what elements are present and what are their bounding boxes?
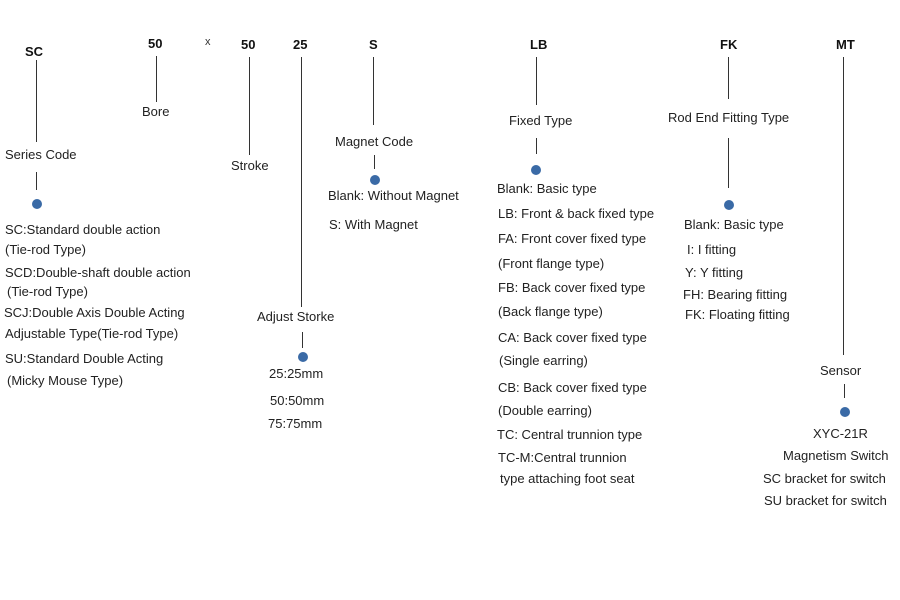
connector-line [844,384,845,398]
code-adjust-stroke: 25 [293,37,308,52]
connector-line [249,57,250,155]
code-rod-end: FK [720,37,738,52]
label-sensor: Sensor [820,363,862,378]
connector-line [302,332,303,348]
option-text: TC: Central trunnion type [497,427,643,442]
label-adjust-stroke: Adjust Storke [257,309,335,324]
label-stroke: Stroke [231,158,269,173]
connector-line [536,57,537,105]
option-text: FH: Bearing fitting [683,287,788,302]
connector-line [374,155,375,169]
option-text: Adjustable Type(Tie-rod Type) [5,326,179,341]
option-text: (Double earring) [498,403,592,418]
option-text: XYC-21R [813,426,868,441]
connector-line [728,57,729,99]
connector-line [536,138,537,154]
option-text: (Tie-rod Type) [5,242,86,257]
option-text: CA: Back cover fixed type [498,330,647,345]
bullet-dot [370,175,380,185]
option-text: TC-M:Central trunnion [498,450,627,465]
option-text: 50:50mm [270,393,325,408]
option-text: LB: Front & back fixed type [498,206,655,221]
code-stroke: 50 [241,37,256,52]
bullet-dot [724,200,734,210]
option-text: 25:25mm [269,366,324,381]
connector-line [728,138,729,188]
bullet-dot [840,407,850,417]
option-text: Blank: Without Magnet [328,188,459,203]
bullet-dot [531,165,541,175]
option-text: (Single earring) [499,353,588,368]
option-text: FK: Floating fitting [685,307,790,322]
option-text: 75:75mm [268,416,323,431]
option-text: SCD:Double-shaft double action [5,265,191,280]
option-text: S: With Magnet [329,217,418,232]
option-text: (Back flange type) [498,304,603,319]
option-text: (Tie-rod Type) [7,284,88,299]
connector-line [36,172,37,190]
code-sensor: MT [836,37,855,52]
option-text: (Micky Mouse Type) [7,373,124,388]
option-text: I: I fitting [687,242,737,257]
label-fixed-type: Fixed Type [509,113,573,128]
option-text: Y: Y fitting [685,265,744,280]
option-text: SCJ:Double Axis Double Acting [4,305,185,320]
option-text: SC:Standard double action [5,222,161,237]
connector-line [843,57,844,355]
option-text: FA: Front cover fixed type [498,231,647,246]
option-text: SC bracket for switch [763,471,886,486]
option-text: Blank: Basic type [497,181,597,196]
bullet-dot [298,352,308,362]
connector-line [156,56,157,102]
code-series: SC [25,44,44,59]
code-magnet: S [369,37,378,52]
label-series-code: Series Code [5,147,77,162]
option-text: CB: Back cover fixed type [498,380,647,395]
label-rod-end-fitting: Rod End Fitting Type [668,110,790,125]
option-text: SU:Standard Double Acting [5,351,164,366]
connector-line [373,57,374,125]
option-text: Blank: Basic type [684,217,784,232]
connector-line [36,60,37,142]
code-bore: 50 [148,36,163,51]
option-text: FB: Back cover fixed type [498,280,646,295]
option-text: type attaching foot seat [500,471,635,486]
option-text: (Front flange type) [498,256,605,271]
option-text: SU bracket for switch [764,493,887,508]
bullet-dot [32,199,42,209]
connector-line [301,57,302,307]
option-text: Magnetism Switch [783,448,889,463]
code-separator: x [205,36,211,48]
label-bore: Bore [142,104,170,119]
code-fixed-type: LB [530,37,548,52]
label-magnet-code: Magnet Code [335,134,414,149]
